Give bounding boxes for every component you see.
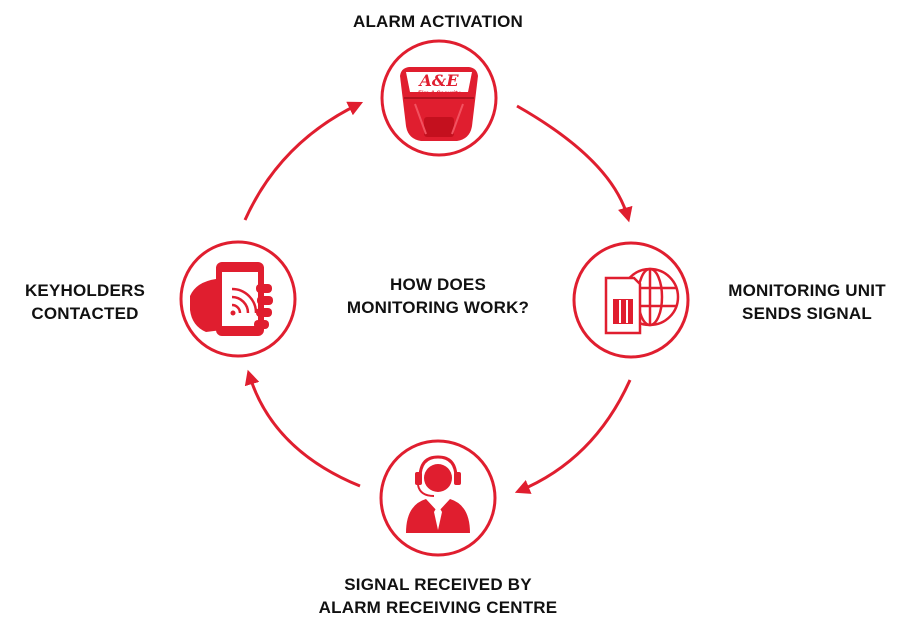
arrow-monitor-to-receive [514,379,632,494]
alarm-brand-logo: A&E [417,71,459,90]
step-receive-label-line-1: SIGNAL RECEIVED BY [344,575,532,594]
step-monitor-label: MONITORING UNIT SENDS SIGNAL [702,279,912,325]
center-title-line-2: MONITORING WORK? [346,298,530,317]
center-title: HOW DOES MONITORING WORK? [318,273,558,319]
headset-operator-icon [406,455,470,533]
step-alarm-label: ALARM ACTIVATION [318,10,558,33]
center-title-line-1: HOW DOES [389,275,487,294]
arrow-receive-to-keyholders [244,369,361,488]
hand-phone-icon [190,262,273,336]
step-monitor-node [572,241,690,359]
step-keyholders-label-line-1: KEYHOLDERS [24,281,146,300]
step-alarm-node: A&E Fire & Security [380,39,498,157]
alarm-brand-sub: Fire & Security [418,91,461,97]
step-receive-node [379,439,497,557]
step-keyholders-node [179,240,297,358]
step-keyholders-label: KEYHOLDERS CONTACTED [0,279,170,325]
arrow-keyholders-to-alarm [243,101,364,221]
step-monitor-label-line-2: SENDS SIGNAL [742,304,872,323]
arrow-alarm-to-monitor [516,104,633,223]
sim-globe-icon [604,267,680,335]
step-monitor-label-line-1: MONITORING UNIT [728,281,886,300]
step-keyholders-label-line-2: CONTACTED [31,304,139,323]
step-alarm-label-line-1: ALARM ACTIVATION [352,12,524,31]
step-receive-label-line-2: ALARM RECEIVING CENTRE [318,598,558,617]
step-receive-label: SIGNAL RECEIVED BY ALARM RECEIVING CENTR… [278,573,598,619]
alarm-siren-icon: A&E Fire & Security [400,67,478,141]
